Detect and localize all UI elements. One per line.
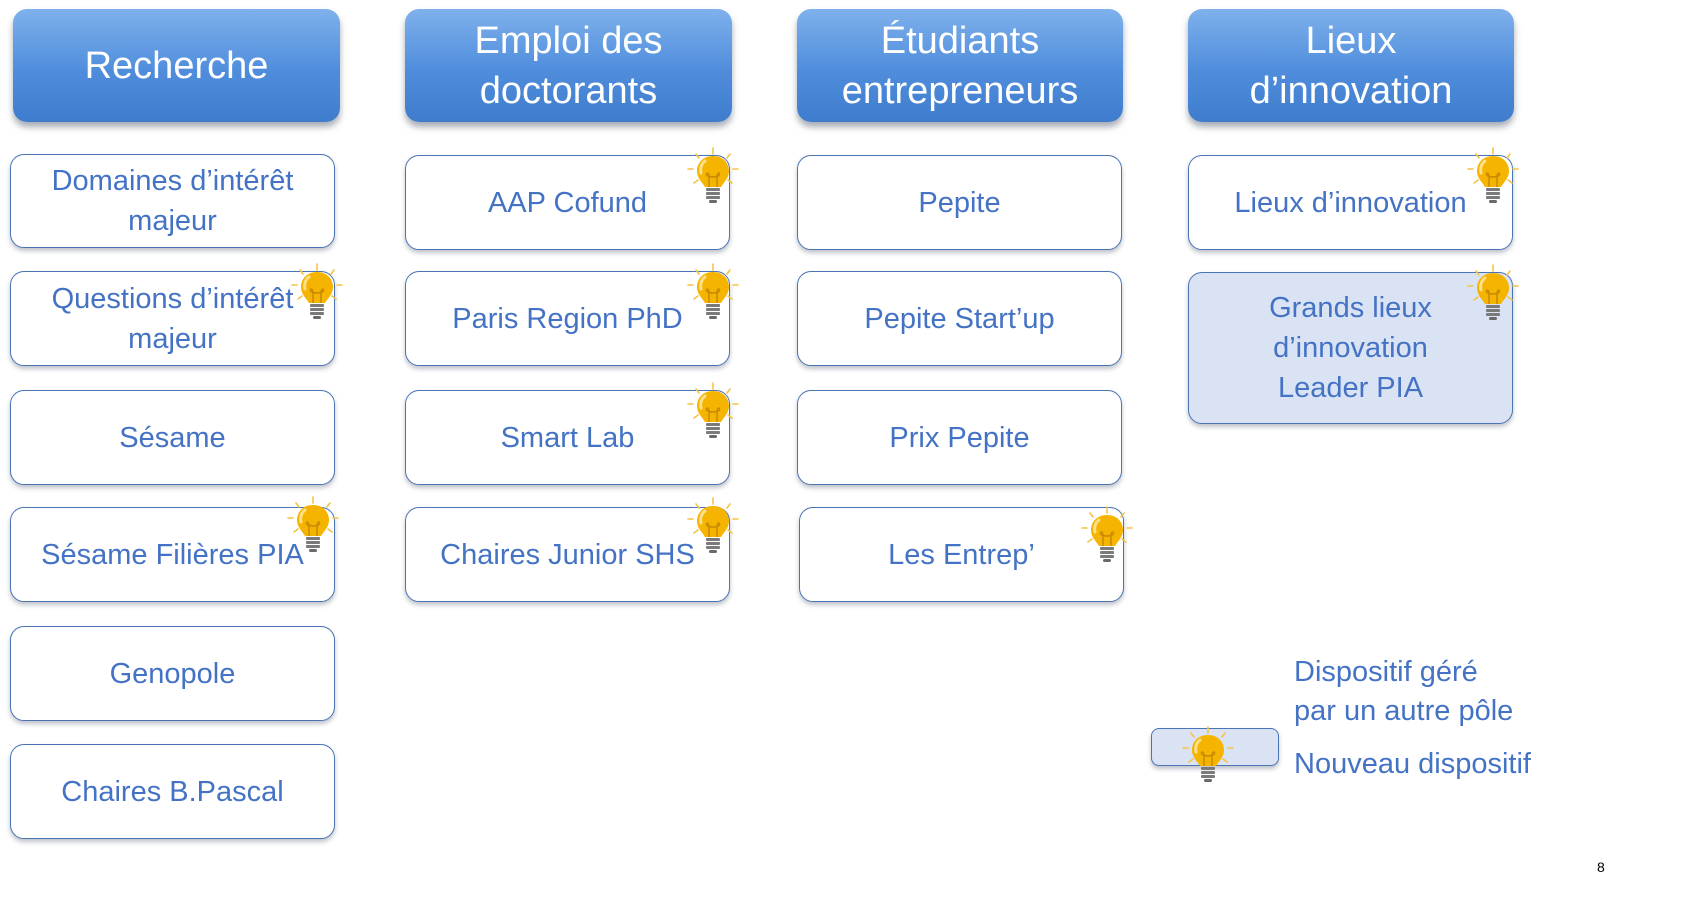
lightbulb-icon	[1466, 147, 1520, 211]
column-header-lieux-innovation: Lieux d’innovation	[1188, 9, 1514, 122]
item-pepite-startup[interactable]: Pepite Start’up	[797, 271, 1122, 366]
lightbulb-icon	[686, 382, 740, 446]
page-number: 8	[1597, 859, 1605, 875]
item-paris-region-phd[interactable]: Paris Region PhD	[405, 271, 730, 366]
item-questions-interet-majeur[interactable]: Questions d’intérêt majeur	[10, 271, 335, 366]
item-prix-pepite[interactable]: Prix Pepite	[797, 390, 1122, 485]
lightbulb-icon	[686, 263, 740, 327]
item-grands-lieux-innovation-leader-pia[interactable]: Grands lieux d’innovation Leader PIA	[1188, 272, 1513, 424]
item-aap-cofund[interactable]: AAP Cofund	[405, 155, 730, 250]
lightbulb-icon	[1080, 506, 1134, 570]
lightbulb-icon	[686, 497, 740, 561]
item-sesame[interactable]: Sésame	[10, 390, 335, 485]
column-header-etudiants-entrepreneurs: Étudiants entrepreneurs	[797, 9, 1123, 122]
item-lieux-innovation[interactable]: Lieux d’innovation	[1188, 155, 1513, 250]
item-chaires-bpascal[interactable]: Chaires B.Pascal	[10, 744, 335, 839]
legend-new-item-label: Nouveau dispositif	[1294, 748, 1531, 780]
item-les-entrep[interactable]: Les Entrep’	[799, 507, 1124, 602]
legend-other-pole-label: Dispositif géré par un autre pôle	[1294, 656, 1514, 727]
lightbulb-icon	[290, 263, 344, 327]
item-chaires-junior-shs[interactable]: Chaires Junior SHS	[405, 507, 730, 602]
item-pepite[interactable]: Pepite	[797, 155, 1122, 250]
item-sesame-filieres-pia[interactable]: Sésame Filières PIA	[10, 507, 335, 602]
lightbulb-icon	[686, 147, 740, 211]
item-genopole[interactable]: Genopole	[10, 626, 335, 721]
item-domaines-interet-majeur[interactable]: Domaines d’intérêt majeur	[10, 154, 335, 248]
lightbulb-icon	[1181, 726, 1235, 790]
column-header-recherche: Recherche	[13, 9, 340, 122]
column-header-emploi-doctorants: Emploi des doctorants	[405, 9, 732, 122]
item-smart-lab[interactable]: Smart Lab	[405, 390, 730, 485]
lightbulb-icon	[286, 496, 340, 560]
lightbulb-icon	[1466, 264, 1520, 328]
